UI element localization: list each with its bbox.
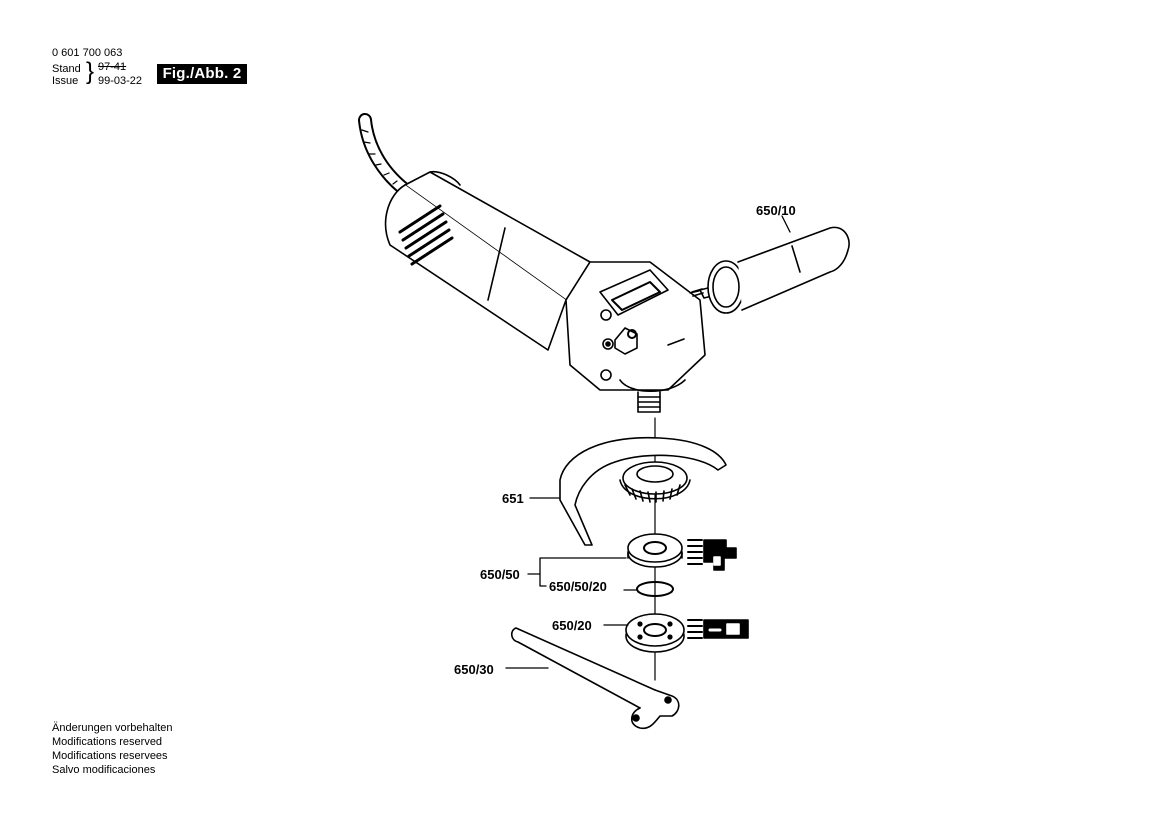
- callout-650-50: 650/50: [480, 567, 520, 582]
- mounting-flange: [627, 533, 683, 568]
- part-number: 0 601 700 063: [52, 47, 123, 59]
- callout-650-30: 650/30: [454, 662, 494, 677]
- aux-handle: [691, 226, 850, 314]
- section-symbols: [687, 539, 749, 639]
- stand-value: 97-41: [98, 61, 127, 73]
- clamping-nut: [625, 613, 685, 653]
- figure-label: Fig./Abb. 2: [157, 64, 247, 84]
- issue-label: Issue: [52, 75, 79, 87]
- callout-651: 651: [502, 491, 524, 506]
- gear-head: [565, 261, 706, 413]
- callout-650-20: 650/20: [552, 618, 592, 633]
- motor-housing: [384, 170, 591, 351]
- callout-650-10: 650/10: [756, 203, 796, 218]
- issue-value: 99-03-22: [98, 75, 143, 87]
- footer-line-de: Änderungen vorbehalten: [52, 722, 173, 734]
- footer-line-en: Modifications reserved: [52, 736, 163, 748]
- leader-lines: [505, 215, 791, 669]
- footer-line-es: Salvo modificaciones: [52, 764, 156, 776]
- o-ring: [636, 581, 674, 597]
- stand-label: Stand: [52, 63, 81, 75]
- callout-650-50-20: 650/50/20: [549, 579, 607, 594]
- spanner: [510, 627, 680, 730]
- power-cord: [358, 113, 415, 199]
- wheel-guard: [559, 436, 727, 546]
- brace-icon: }: [86, 58, 95, 85]
- footer-line-fr: Modifications reservees: [52, 750, 168, 762]
